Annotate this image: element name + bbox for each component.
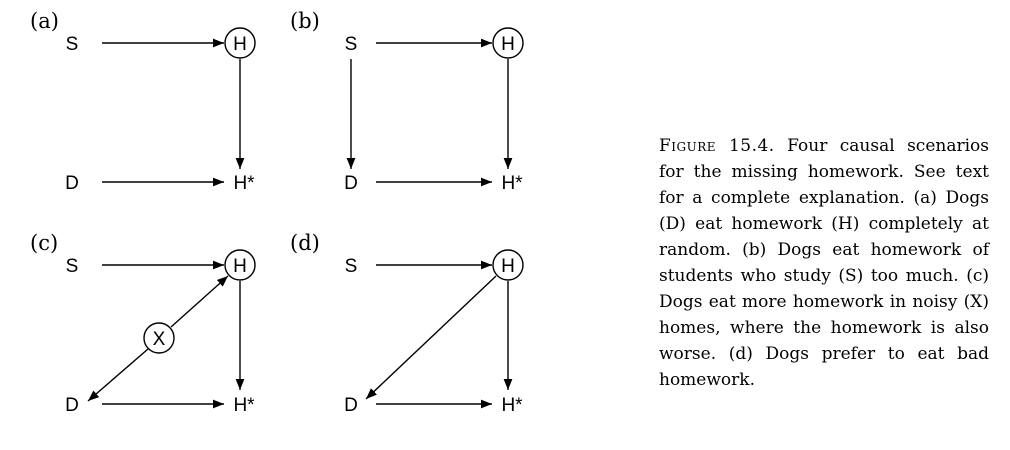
node-x: X [153,329,166,350]
caption-text: Four causal scenarios for the missing ho… [659,136,989,390]
node-h-circle [224,27,256,59]
node-s: S [66,34,79,55]
figure-caption: Figure 15.4. Four causal scenarios for t… [659,133,989,393]
node-h-circle [224,249,256,281]
node-h: H [501,256,515,277]
node-s: S [345,34,358,55]
figure-label: Figure 15.4. [659,136,775,156]
edge-x-to-h [170,275,229,328]
node-d: D [65,395,79,416]
node-h-star: H* [501,173,523,194]
node-h-circle [492,27,524,59]
node-h: H [501,34,515,55]
panel-letter: (a) [30,9,59,33]
node-s: S [66,256,79,277]
node-h-star: H* [501,395,523,416]
panel-b: (b) S H D H* [290,9,524,194]
edge-x-to-d [87,348,149,402]
node-h-star: H* [233,173,255,194]
panel-c: (c) S H X D H* [30,231,256,416]
node-d: D [344,395,358,416]
node-h: H [233,256,247,277]
panel-letter: (b) [290,9,320,33]
node-h-circle [492,249,524,281]
node-s: S [345,256,358,277]
node-d: D [344,173,358,194]
panel-letter: (c) [30,231,58,255]
node-x-circle [143,322,175,354]
panel-a: (a) S H D H* [30,9,256,194]
edge-h-to-d [365,275,497,400]
node-h: H [233,34,247,55]
panel-letter: (d) [290,231,320,255]
node-h-star: H* [233,395,255,416]
node-d: D [65,173,79,194]
causal-diagram-figure: (a) S H D H* (b) S H D H* (c) S H X D H* [30,9,524,416]
panel-d: (d) S H D H* [290,231,524,416]
